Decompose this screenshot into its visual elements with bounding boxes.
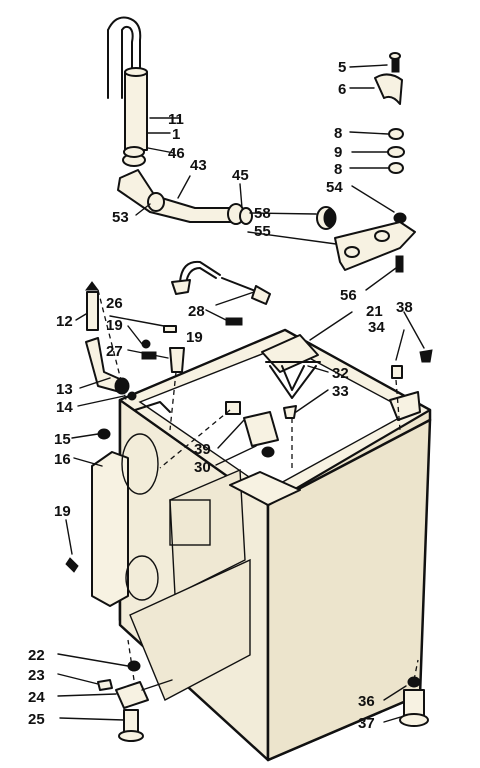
foot-right: [399, 676, 429, 727]
screw-19-right: [225, 317, 243, 326]
callout-labels: 5 6 11 1 46 43 45 8 9 8 54 53 58 55 56 2…: [28, 59, 413, 732]
callout-26: 26: [106, 295, 123, 312]
cabinet: [118, 328, 432, 762]
bumper-33: [283, 405, 297, 419]
callout-32: 32: [332, 365, 349, 382]
hose-11: [107, 16, 148, 151]
callout-43: 43: [190, 157, 207, 174]
callout-27: 27: [106, 343, 123, 360]
fitting-12: [85, 281, 99, 331]
callout-53: 53: [112, 209, 129, 226]
strap-6: [374, 73, 403, 105]
clips-26-27: [141, 325, 185, 373]
callout-28: 28: [188, 303, 205, 320]
callout-19-lower: 19: [54, 503, 71, 520]
bracket-55: [334, 221, 416, 271]
callout-24: 24: [28, 689, 45, 706]
callout-36: 36: [358, 693, 375, 710]
callout-30: 30: [194, 459, 211, 476]
callout-8-upper: 8: [334, 125, 342, 142]
callout-8-lower: 8: [334, 161, 342, 178]
callout-1: 1: [172, 126, 180, 143]
callout-22: 22: [28, 647, 45, 664]
callout-9: 9: [334, 144, 342, 161]
callout-54: 54: [326, 179, 343, 196]
callout-19-upper: 19: [106, 317, 123, 334]
callout-11: 11: [168, 111, 184, 128]
callout-56: 56: [340, 287, 357, 304]
leader-lines: [57, 64, 425, 723]
hose-13-14: [85, 337, 137, 401]
callout-34: 34: [368, 319, 385, 336]
bracket-32: [265, 361, 321, 399]
screw-19-lower: [65, 557, 79, 573]
callout-5: 5: [338, 59, 346, 76]
callout-45: 45: [232, 167, 249, 184]
dashed-leaders: [97, 289, 419, 681]
callout-39: 39: [194, 441, 211, 458]
callout-6: 6: [338, 81, 346, 98]
screw-5: [389, 52, 401, 73]
callout-58: 58: [254, 205, 271, 222]
callout-25: 25: [28, 711, 45, 728]
callout-13: 13: [56, 381, 73, 398]
panel-16: [91, 433, 159, 607]
callout-12: 12: [56, 313, 73, 330]
harness-28: [171, 260, 271, 305]
callout-16: 16: [54, 451, 71, 468]
screw-56: [395, 255, 404, 273]
callout-46: 46: [168, 145, 185, 162]
callout-14: 14: [56, 399, 73, 416]
callout-15: 15: [54, 431, 71, 448]
callout-19-right: 19: [186, 329, 203, 346]
callout-55: 55: [254, 223, 271, 240]
callout-33: 33: [332, 383, 349, 400]
callout-38: 38: [396, 299, 413, 316]
spring-34-38: [391, 349, 433, 379]
screw-15: [97, 428, 111, 440]
hose-43: [117, 146, 253, 225]
callout-21: 21: [366, 303, 383, 320]
cabinet-corner-brackets: [134, 334, 421, 506]
callout-37: 37: [358, 715, 375, 732]
callout-23: 23: [28, 667, 45, 684]
washers-8-9-8: [387, 128, 405, 174]
plug-58: [316, 206, 337, 230]
foot-left: [97, 660, 173, 742]
